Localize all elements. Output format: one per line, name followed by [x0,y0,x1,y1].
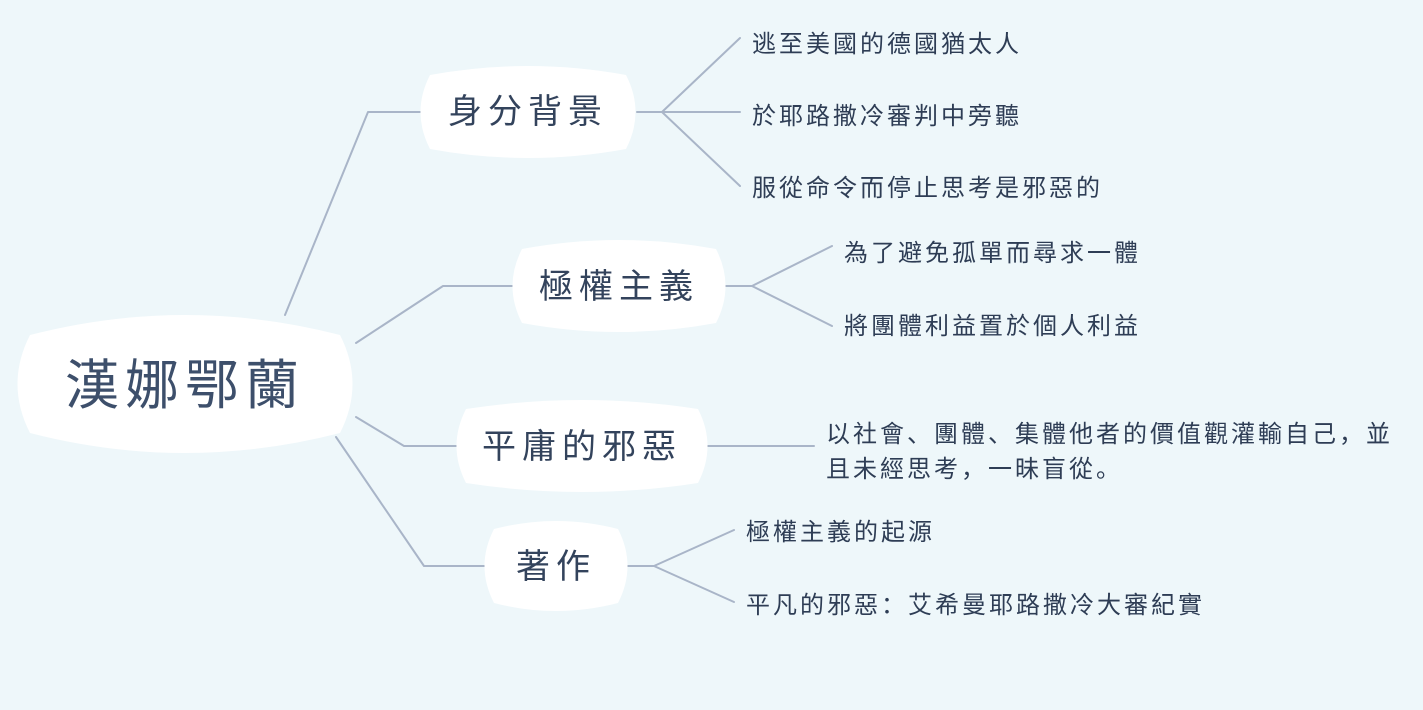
root-to-branch-1-connector [355,285,513,344]
branch-2-label: 平庸的邪惡 [482,427,682,467]
leaf-item-branch-1-1[interactable]: 將團體利益置於個人利益 [844,312,1141,340]
leaf-item-branch-0-1[interactable]: 於耶路撒冷審判中旁聽 [752,102,1022,130]
branch-3-shape [484,521,628,611]
leaf-item-branch-3-0[interactable]: 極權主義的起源 [746,518,935,546]
branch-2-shape [456,400,708,492]
branch-1-label: 極權主義 [539,267,699,307]
leaf-item-branch-1-0[interactable]: 為了避免孤單而尋求一體 [844,239,1141,267]
branch-node-background[interactable]: 身分背景 [420,66,636,158]
leaf-items: 逃至美國的德國猶太人 於耶路撒冷審判中旁聽 服從命令而停止思考是邪惡的 為了避免… [746,30,1393,619]
root-node[interactable]: 漢娜鄂蘭 [17,315,353,453]
root-to-branch-2-connector [355,416,457,447]
branch-node-banality-of-evil[interactable]: 平庸的邪惡 [456,400,708,492]
branch-1-fork-connector [725,245,833,327]
branch-node-works[interactable]: 著作 [484,521,628,611]
root-node-shape [17,315,353,453]
root-label: 漢娜鄂蘭 [65,354,305,417]
leaf-item-branch-3-1[interactable]: 平凡的邪惡：艾希曼耶路撒冷大審紀實 [746,591,1205,619]
branch-0-label: 身分背景 [448,92,608,132]
leaf-item-branch-0-2[interactable]: 服從命令而停止思考是邪惡的 [752,174,1103,202]
root-to-branch-0-connector [284,111,421,316]
branch-3-label: 著作 [516,547,596,587]
branch-0-shape [420,66,636,158]
leaf-item-branch-0-0[interactable]: 逃至美國的德國猶太人 [752,30,1022,58]
branch-3-fork-connector [627,529,735,603]
leaf-item-branch-2-0[interactable]: 以社會、團體、集體他者的價值觀灌輸自己，並 [826,420,1393,448]
branch-node-totalitarianism[interactable]: 極權主義 [512,240,726,332]
connectors [284,37,833,603]
leaf-item-branch-2-1[interactable]: 且未經思考，一昧盲從。 [826,455,1123,483]
branch-1-shape [512,240,726,332]
root-to-branch-3-connector [335,436,486,567]
branch-0-fork-connector [636,37,741,187]
